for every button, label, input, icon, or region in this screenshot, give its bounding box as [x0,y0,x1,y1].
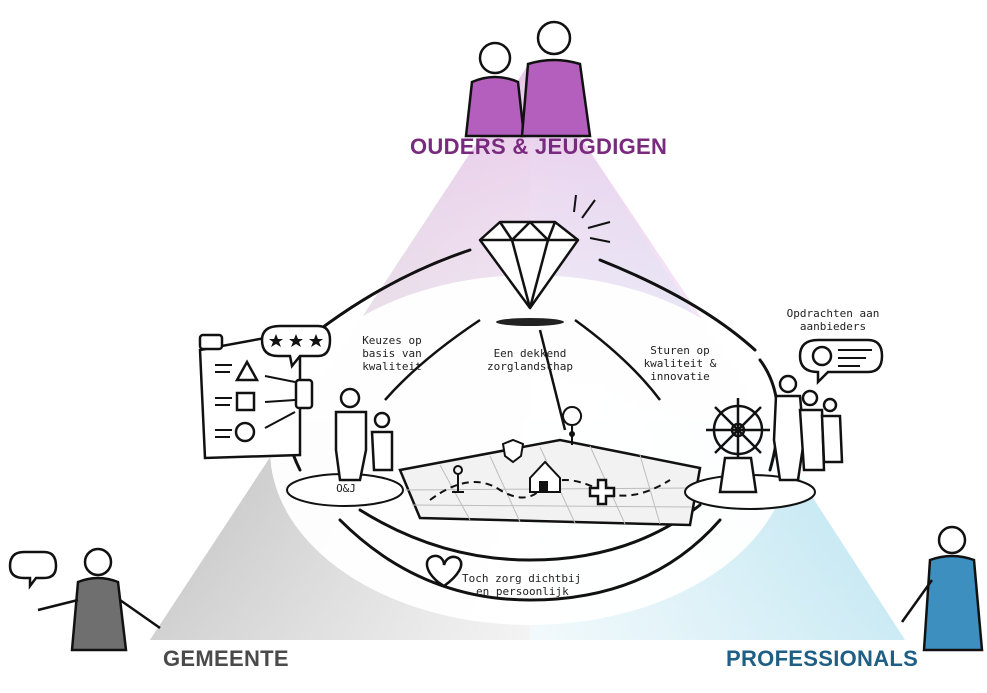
annotation-oj: O&J [336,482,356,495]
gemeente-figure [8,547,161,652]
house-icon [529,460,561,493]
ouders-jeugdigen-figures [464,20,592,138]
arrow-right-top [598,258,757,352]
diamond-icon [478,194,611,326]
circle-choice-icon [234,421,256,443]
parent-child-figures [334,387,394,482]
professional-figure [900,525,984,652]
question-mark-icon [811,345,833,367]
plus-icon [588,478,616,506]
annotation-opdrachten: Opdrachten aan aanbieders [778,307,888,333]
smartphone-icon [294,378,314,410]
location-pin-icon [562,406,583,446]
arrow-bottom-inner [358,503,702,562]
annotation-dichtbij-line1: Toch zorg dichtbij [462,572,582,585]
annotation-sturen-line2: kwaliteit & [643,357,717,370]
rating-speech-bubble [260,324,332,369]
professional-team [706,338,884,494]
sparkle-icon [573,194,611,243]
label-professionals: PROFESSIONALS [726,646,919,671]
small-person-icon [452,465,464,493]
heart-icon [425,554,463,588]
annotation-opdrachten-line2: aanbieders [799,320,867,333]
choices-panel [198,324,332,460]
annotation-sturen-line3: innovatie [650,370,710,383]
square-choice-icon [235,391,256,412]
annotation-keuzes-line3: kwaliteit [362,360,422,373]
annotation-keuzes-line1: Keuzes op [362,334,422,347]
triangle-choice-icon [234,359,260,382]
annotation-dichtbij: Toch zorg dichtbij en persoonlijk [462,572,602,598]
arrow-bottom [338,518,722,602]
shield-icon [501,438,525,464]
annotation-dekkend: Een dekkend zorglandschap [480,347,580,373]
annotation-dekkend-line2: zorglandschap [486,360,574,373]
star-icon [269,334,323,347]
annotation-keuzes: Keuzes op basis van kwaliteit [352,334,432,373]
connector-lines [384,318,661,431]
question-speech-bubble [798,338,884,386]
gemeente-speech-bubble [8,550,58,590]
ship-wheel-icon [706,398,770,494]
annotation-sturen-line1: Sturen op [650,344,710,357]
annotation-dekkend-line1: Een dekkend [493,347,567,360]
annotation-keuzes-line2: basis van [362,347,422,360]
label-gemeente: GEMEENTE [163,646,289,671]
annotation-opdrachten-line1: Opdrachten aan [786,307,880,320]
annotation-dichtbij-line2: en persoonlijk [476,585,569,598]
care-landscape-map [398,406,702,527]
label-ouders-jeugdigen: OUDERS & JEUGDIGEN [410,134,668,159]
annotation-sturen: Sturen op kwaliteit & innovatie [640,344,720,383]
